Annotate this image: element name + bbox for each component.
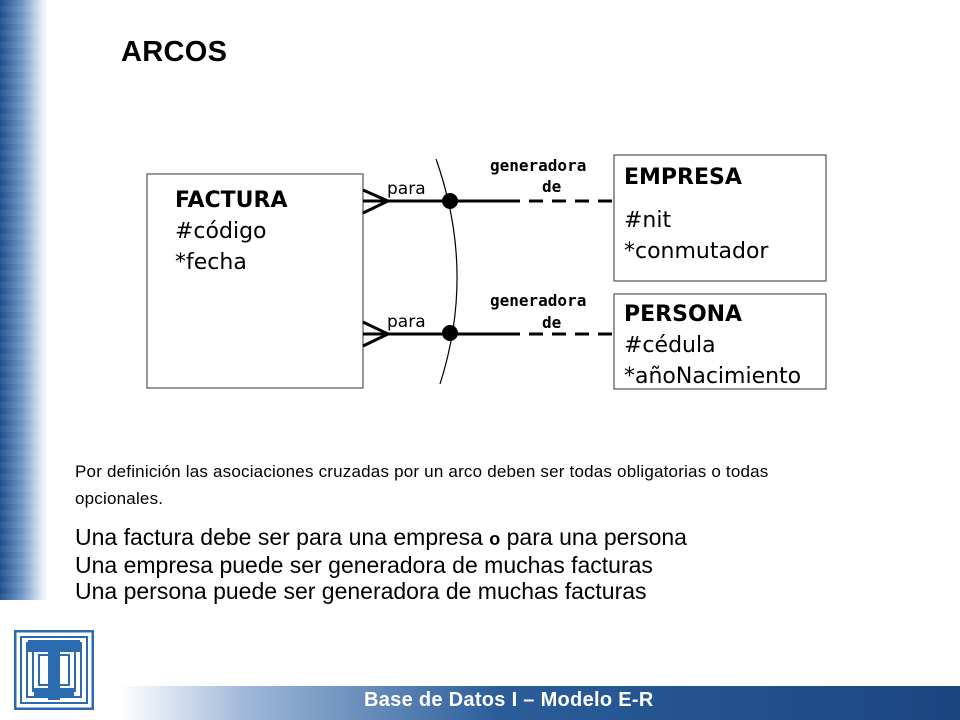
entity-empresa-box (613, 154, 827, 282)
statement-1-part-1: Una factura debe ser para una empresa (75, 524, 490, 550)
entity-empresa-attr-2: *conmutador (624, 239, 769, 264)
exclusive-arc (435, 158, 458, 385)
rel-top-right-label-2: de (542, 177, 561, 196)
entity-factura: FACTURA #código *fecha (146, 173, 364, 389)
entity-persona-name: PERSONA (624, 302, 742, 327)
university-logo (14, 630, 94, 710)
entity-persona-attr-1: #cédula (624, 333, 716, 358)
entity-factura-box (146, 173, 364, 389)
statement-3: Una persona puede ser generadora de much… (75, 578, 647, 604)
entity-persona: PERSONA #cédula *añoNacimiento (613, 293, 827, 390)
slide-title: ARCOS (121, 36, 228, 68)
statement-1: Una factura debe ser para una empresa o … (75, 524, 895, 552)
footer-bar (120, 686, 960, 720)
entity-empresa: EMPRESA #nit *conmutador (613, 154, 827, 282)
entity-persona-box (613, 293, 827, 390)
relationship-factura-persona: para generadora de (362, 291, 614, 348)
statement-2: Una empresa puede ser generadora de much… (75, 552, 653, 578)
arc-dot-top (442, 193, 458, 209)
note-text: Por definición las asociaciones cruzadas… (75, 462, 769, 508)
left-strip-texture (0, 0, 48, 600)
entity-empresa-attr-1: #nit (624, 208, 671, 233)
rel-bottom-right-label-2: de (542, 313, 561, 332)
entity-factura-attr-1: #código (175, 219, 267, 244)
arc-dot-bottom (442, 325, 458, 341)
entity-factura-name: FACTURA (175, 188, 288, 213)
statement-1-part-2: para una persona (500, 524, 687, 550)
rel-bottom-right-label-1: generadora (490, 291, 586, 310)
statement-1-bold-o: o (489, 529, 501, 549)
entity-persona-attr-2: *añoNacimiento (624, 364, 801, 389)
entity-empresa-name: EMPRESA (624, 165, 742, 190)
left-decorative-strip (0, 0, 48, 600)
statements-block: Una factura debe ser para una empresa o … (75, 524, 895, 604)
relationship-factura-empresa: para generadora de (362, 156, 614, 215)
rel-bottom-left-label: para (387, 312, 426, 332)
footer-title: Base de Datos I – Modelo E-R (364, 689, 654, 711)
rel-top-left-label: para (387, 179, 426, 199)
rel-top-right-label-1: generadora (490, 156, 586, 175)
entity-factura-attr-2: *fecha (175, 250, 247, 275)
